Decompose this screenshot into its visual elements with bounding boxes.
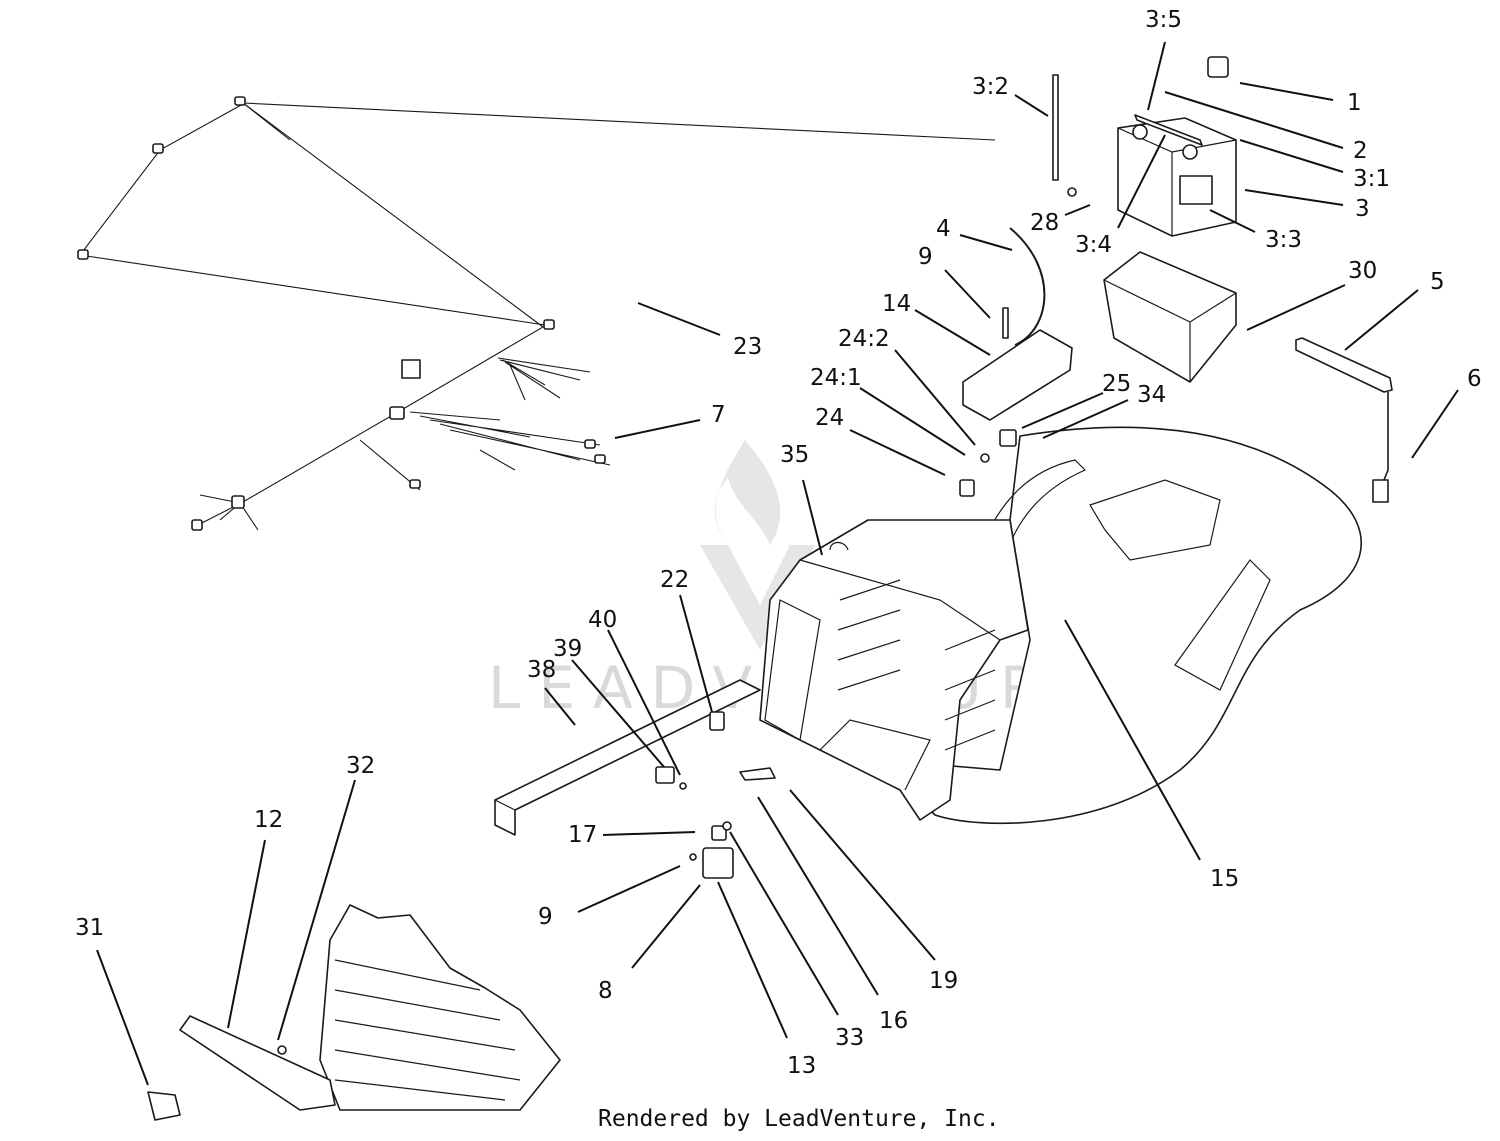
callout-31: 31 bbox=[75, 915, 104, 941]
callout-39: 39 bbox=[553, 636, 582, 662]
callout-4: 4 bbox=[936, 216, 951, 242]
callout-35: 35 bbox=[780, 442, 809, 468]
battery bbox=[1052, 56, 1237, 237]
callout-13: 13 bbox=[787, 1053, 816, 1079]
callout-24-2: 24:2 bbox=[838, 326, 890, 352]
callout-3: 3 bbox=[1355, 196, 1370, 222]
callout-30: 30 bbox=[1348, 258, 1377, 284]
callout-22: 22 bbox=[660, 567, 689, 593]
callout-5: 5 bbox=[1430, 269, 1445, 295]
callout-3-1: 3:1 bbox=[1353, 166, 1390, 192]
grille-assembly bbox=[147, 904, 561, 1121]
hold-down-rod bbox=[1295, 337, 1393, 503]
small-parts bbox=[655, 429, 1017, 879]
callout-6: 6 bbox=[1467, 366, 1482, 392]
callout-17: 17 bbox=[568, 822, 597, 848]
callout-25: 25 bbox=[1102, 371, 1131, 397]
callout-38: 38 bbox=[527, 657, 556, 683]
callout-7: 7 bbox=[711, 402, 726, 428]
callout-40: 40 bbox=[588, 607, 617, 633]
callout-16: 16 bbox=[879, 1008, 908, 1034]
callout-9-upper: 9 bbox=[918, 244, 933, 270]
dash-console bbox=[759, 519, 1029, 821]
callout-19: 19 bbox=[929, 968, 958, 994]
callout-labels: 3:5 1 3:2 2 3:1 3 28 3:4 3:3 4 9 30 5 14… bbox=[75, 7, 1482, 1079]
battery-tray bbox=[1103, 251, 1237, 383]
callout-15: 15 bbox=[1210, 866, 1239, 892]
callout-3-3: 3:3 bbox=[1265, 227, 1302, 253]
callout-33: 33 bbox=[835, 1025, 864, 1051]
fender-body bbox=[879, 426, 1363, 825]
callout-34: 34 bbox=[1137, 382, 1166, 408]
callout-24: 24 bbox=[815, 405, 844, 431]
callout-2: 2 bbox=[1353, 138, 1368, 164]
callout-8: 8 bbox=[598, 978, 613, 1004]
credit-line: Rendered by LeadVenture, Inc. bbox=[598, 1106, 1000, 1132]
callout-24-1: 24:1 bbox=[810, 365, 862, 391]
callout-14: 14 bbox=[882, 291, 911, 317]
frame-rail bbox=[494, 679, 761, 836]
callout-3-2: 3:2 bbox=[972, 74, 1009, 100]
wire-harness bbox=[77, 96, 996, 531]
watermark-flame-icon bbox=[714, 440, 781, 545]
cable-and-bracket bbox=[962, 227, 1073, 421]
callout-32: 32 bbox=[346, 753, 375, 779]
callout-12: 12 bbox=[254, 807, 283, 833]
callout-1: 1 bbox=[1347, 90, 1362, 116]
watermark-v-icon bbox=[700, 545, 815, 650]
callout-3-5: 3:5 bbox=[1145, 7, 1182, 33]
leader-lines bbox=[96, 41, 1459, 1086]
callout-3-4: 3:4 bbox=[1075, 232, 1112, 258]
callout-9-lower: 9 bbox=[538, 904, 553, 930]
callout-23: 23 bbox=[733, 334, 762, 360]
callout-28: 28 bbox=[1030, 210, 1059, 236]
